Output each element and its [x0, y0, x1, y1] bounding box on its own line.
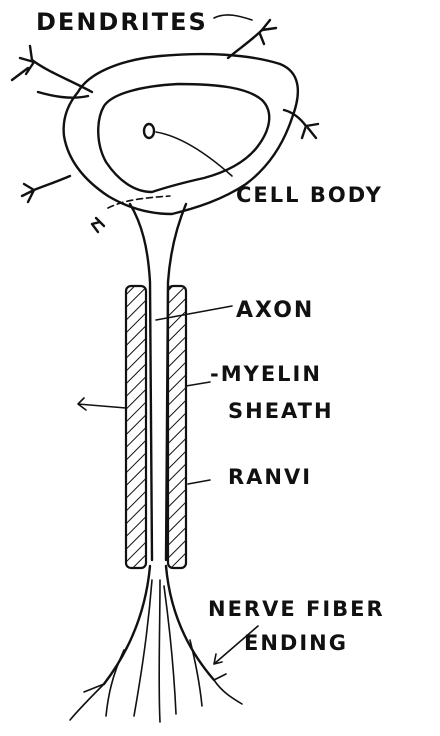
myelin-sheath-right — [168, 286, 186, 568]
label-dendrites: DENDRITES — [36, 8, 208, 36]
label-sheath: SHEATH — [228, 399, 334, 423]
myelin-sheath-left — [126, 286, 146, 568]
nerve-fiber-ending — [70, 566, 242, 722]
label-nerve-fiber: NERVE FIBER — [208, 597, 385, 621]
myelin-left-pointer — [78, 398, 126, 410]
label-myelin: -MYELIN — [210, 362, 322, 386]
label-ending: ENDING — [244, 631, 348, 655]
dendrites-pointer — [214, 15, 252, 20]
label-ranvier: RANVI — [228, 465, 312, 489]
ranvier-pointer — [188, 480, 210, 484]
label-cell-body: CELL BODY — [236, 183, 383, 207]
cell-body-pointer — [156, 132, 232, 176]
nucleolus — [144, 124, 154, 138]
myelin-pointer — [186, 382, 210, 386]
label-axon: AXON — [236, 298, 314, 323]
nucleus-outline — [98, 84, 269, 192]
